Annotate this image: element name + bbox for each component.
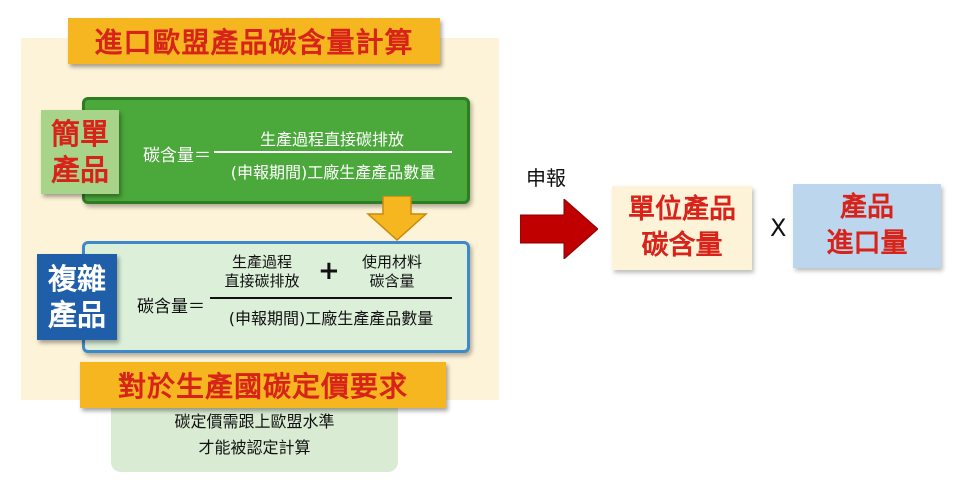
complex-formula-label: 碳含量＝ [137, 297, 205, 317]
import-box-line1: 產品 [840, 192, 894, 223]
simple-fraction-bar [214, 151, 452, 153]
carbon-pricing-note: 碳定價需跟上歐盟水準 才能被認定計算 [111, 398, 398, 472]
complex-formula-denominator: (申報期間)工廠生產產品數量 [228, 309, 434, 328]
plus-sign: + [318, 256, 340, 286]
complex-fraction-bar [210, 297, 452, 299]
policy-banner: 對於生產國碳定價要求 [80, 362, 446, 408]
right-arrow-icon [520, 199, 598, 259]
simple-formula-numerator: 生產過程直接碳排放 [259, 130, 404, 149]
complex-product-tag-line2: 產品 [47, 298, 106, 332]
simple-product-tag: 簡單 產品 [41, 110, 119, 194]
simple-formula-denominator: (申報期間)工廠生產產品數量 [230, 163, 436, 182]
complex-product-tag: 複雜 產品 [37, 254, 117, 340]
complex-numerator-b-line1: 使用材料 [361, 253, 422, 271]
unit-box-line1: 單位產品 [628, 194, 736, 225]
note-line2: 才能被認定計算 [198, 438, 311, 457]
complex-numerator-direct-emissions: 生產過程 直接碳排放 [222, 253, 302, 291]
diagram-title: 進口歐盟產品碳含量計算 [68, 18, 440, 64]
simple-formula-label: 碳含量＝ [143, 146, 211, 166]
note-line1: 碳定價需跟上歐盟水準 [174, 412, 335, 431]
simple-product-formula-box [82, 97, 470, 204]
import-volume-box: 產品 進口量 [793, 184, 941, 268]
simple-product-tag-line1: 簡單 [50, 117, 109, 151]
import-box-line2: 進口量 [826, 228, 908, 259]
complex-product-tag-line1: 複雜 [47, 262, 106, 296]
unit-box-line2: 碳含量 [641, 230, 723, 261]
unit-product-carbon-box: 單位產品 碳含量 [612, 186, 752, 270]
complex-numerator-b-line2: 碳含量 [369, 272, 415, 290]
down-arrow-icon [366, 196, 428, 242]
simple-product-tag-line2: 產品 [50, 153, 109, 187]
complex-numerator-a-line2: 直接碳排放 [224, 272, 300, 290]
multiply-sign: X [770, 214, 787, 242]
complex-numerator-a-line1: 生產過程 [231, 253, 292, 271]
declare-label: 申報 [526, 166, 566, 190]
complex-numerator-material-carbon: 使用材料 碳含量 [352, 253, 432, 291]
